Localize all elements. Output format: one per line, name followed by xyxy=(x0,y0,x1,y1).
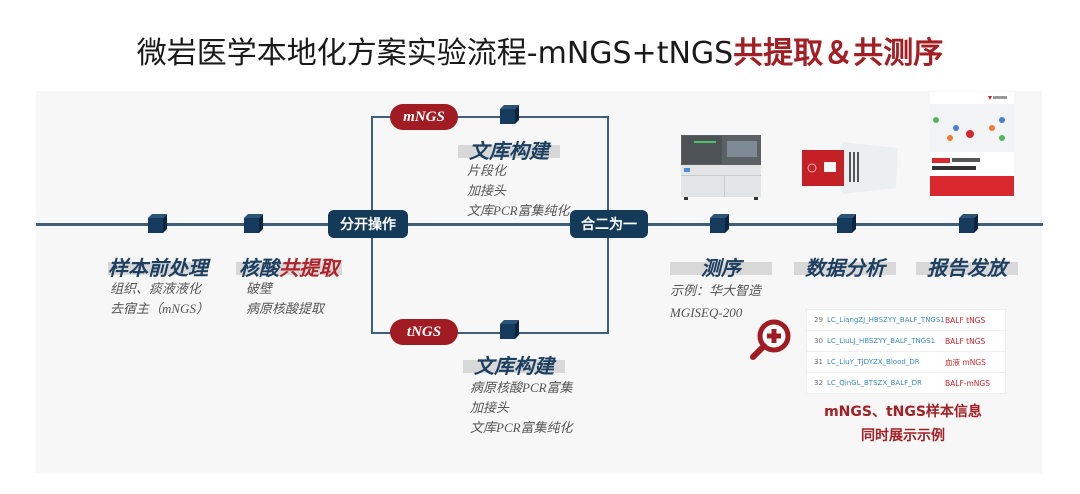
sample-info-caption: mNGS、tNGS样本信息 同时展示示例 xyxy=(824,404,982,444)
main-timeline xyxy=(36,223,1043,226)
title-main: 微岩医学本地化方案实验流程-mNGS+tNGS xyxy=(136,36,734,71)
table-row: 30 LC_LiuLJ_HBSZYY_BALF_TNGS1 BALF tNGS xyxy=(807,331,1005,352)
step-desc-sequencing: 示例：华大智造 MGISEQ-200 xyxy=(670,283,762,320)
step-title-pretreat: 样本前处理 xyxy=(108,256,208,280)
step-title-report: 报告发放 xyxy=(916,252,1018,281)
step-desc-mngs-library: 片段化 加接头 文库PCR富集纯化 xyxy=(467,163,570,218)
branch-bottom-line xyxy=(371,332,609,334)
cube-icon xyxy=(500,105,519,124)
step-desc-pretreat: 组织、痰液液化 去宿主（mNGS） xyxy=(110,281,209,316)
title-underlay xyxy=(108,262,208,275)
cube-icon xyxy=(500,320,519,339)
split-tag: 分开操作 xyxy=(328,210,408,238)
branch-top-line xyxy=(371,116,609,118)
tngs-pill: tNGS xyxy=(390,319,458,345)
sequencer-image xyxy=(681,135,761,200)
merge-tag: 合二为一 xyxy=(570,210,648,238)
cube-icon xyxy=(837,214,856,233)
title-underlay xyxy=(794,262,896,275)
title-underlay xyxy=(458,145,560,158)
analysis-server-image xyxy=(802,142,898,194)
cube-icon xyxy=(959,214,978,233)
report-document-image xyxy=(930,92,1014,198)
mngs-pill: mNGS xyxy=(390,104,458,130)
title-underlay xyxy=(236,262,342,275)
page-title: 微岩医学本地化方案实验流程-mNGS+tNGS共提取＆共测序 xyxy=(0,28,1080,72)
step-desc-tngs-library: 病原核酸PCR富集 加接头 文库PCR富集纯化 xyxy=(470,380,573,435)
cube-icon xyxy=(148,214,167,233)
step-title-sequencing: 测序 xyxy=(670,252,772,281)
table-row: 32 LC_QinGL_BTSZX_BALF_DR BALF-mNGS xyxy=(814,378,990,388)
title-underlay xyxy=(670,262,772,275)
step-title-extraction: 核酸共提取 xyxy=(236,252,342,281)
step-desc-extraction: 破壁 病原核酸提取 xyxy=(246,281,325,316)
zoom-in-magnifier-icon xyxy=(750,319,791,360)
cube-icon xyxy=(710,214,729,233)
table-row: 31 LC_LiuY_TJDYZX_Blood_DR 血液 mNGS xyxy=(807,352,1005,373)
title-highlight: 共提取＆共测序 xyxy=(733,36,944,71)
title-underlay xyxy=(463,360,565,373)
step-title-mngs-library: 文库构建 xyxy=(458,135,560,164)
cube-icon xyxy=(244,214,263,233)
step-title-analysis: 数据分析 xyxy=(794,252,896,281)
sample-info-table: 29 LC_LiangZJ_HBSZYY_BALF_TNGS1 BALF tNG… xyxy=(806,309,1006,394)
step-title-tngs-library: 文库构建 xyxy=(463,350,565,379)
title-underlay xyxy=(916,262,1018,275)
table-row: 29 LC_LiangZJ_HBSZYY_BALF_TNGS1 BALF tNG… xyxy=(807,310,1005,331)
